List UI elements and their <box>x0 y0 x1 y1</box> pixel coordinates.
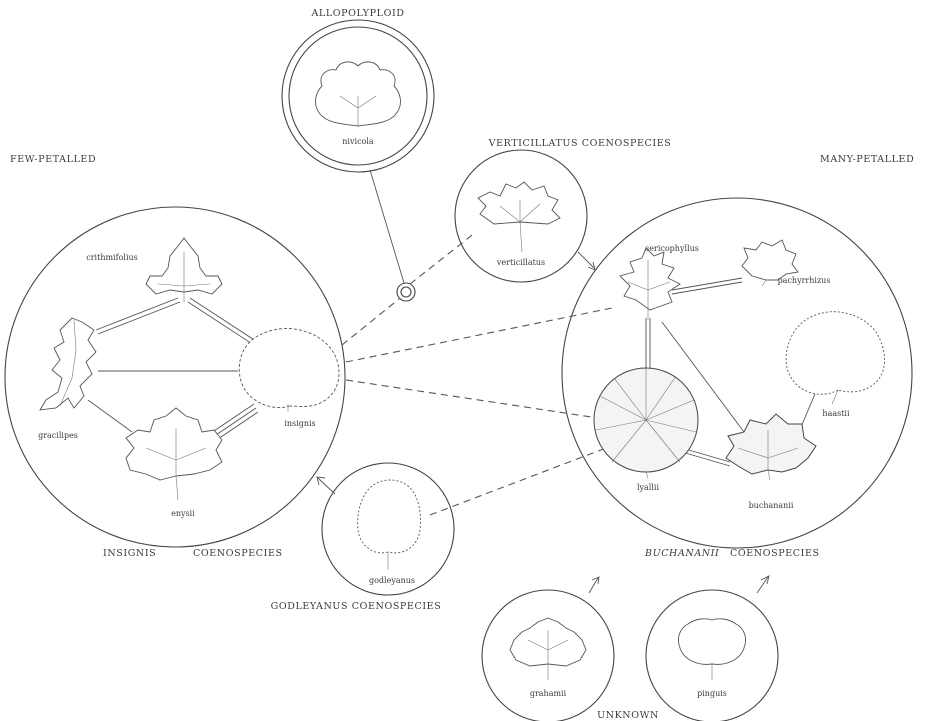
dash-insignis-to-lyallii <box>345 379 599 419</box>
species-label-lyallii: lyallii <box>637 483 660 492</box>
buchananii-leaf <box>725 413 817 481</box>
species-label-pinguis: pinguis <box>697 689 727 698</box>
dash-insignis-to-sericophyllus <box>345 307 613 363</box>
insignis-coenospecies-heading-b: COENOSPECIES <box>193 548 283 559</box>
pachyrrhizus-leaf <box>741 239 799 287</box>
species-label-insignis: insignis <box>284 419 315 428</box>
allopolyploid-junction-node <box>396 282 416 302</box>
species-label-buchananii: buchananii <box>749 501 794 510</box>
verticillatus-circle <box>454 149 588 283</box>
verticillatus-coenospecies-heading: VERTICILLATUS COENOSPECIES <box>488 138 672 149</box>
species-label-sericophyllus: sericophyllus <box>645 244 699 253</box>
species-label-nivicola: nivicola <box>342 137 374 146</box>
species-label-pachyrrhizus: pachyrrhizus <box>778 276 831 285</box>
insignis-coenospecies-heading-a: INSIGNIS <box>103 548 156 559</box>
species-label-verticillatus: verticillatus <box>496 258 545 267</box>
arrow-verticillatus-to-buchananii <box>577 251 596 271</box>
species-label-haastii: haastii <box>822 409 850 418</box>
unknown-heading: UNKNOWN <box>597 710 659 721</box>
pinguis-leaf <box>677 618 747 680</box>
buchananii-coenospecies-circle <box>561 197 913 549</box>
arrow-godleyanus-to-insignis <box>316 476 336 495</box>
gracilipes-leaf <box>39 317 97 411</box>
haastii-leaf <box>785 311 885 405</box>
nivicola-leaf <box>315 61 401 127</box>
dash-insignis-to-junction <box>341 298 400 346</box>
species-label-grahamii: grahamii <box>530 689 567 698</box>
arrow-grahamii-up <box>588 576 600 594</box>
pinguis-circle <box>645 589 779 721</box>
allopolyploid-connector-line <box>369 169 405 284</box>
buchananii-coenospecies-heading-b: COENOSPECIES <box>730 548 820 559</box>
enysii-leaf <box>125 407 223 501</box>
species-label-enysii: enysii <box>171 509 195 518</box>
grahamii-leaf <box>509 617 587 680</box>
allopolyploid-circle <box>281 19 435 173</box>
dash-junction-to-verticillatus <box>409 231 477 285</box>
sericophyllus-leaf <box>619 247 681 320</box>
buchananii-coenospecies-heading-a: BUCHANANII <box>644 548 719 559</box>
godleyanus-circle <box>321 462 455 596</box>
godleyanus-leaf <box>357 479 421 570</box>
dash-godleyanus-to-lyallii <box>429 447 607 516</box>
insignis-coenospecies-circle <box>4 206 346 548</box>
insignis-leaf <box>238 328 340 412</box>
grahamii-circle <box>481 589 615 721</box>
species-label-godleyanus: godleyanus <box>369 576 415 585</box>
allopolyploid-heading: ALLOPOLYPLOID <box>310 8 404 19</box>
lyallii-leaf <box>593 367 699 479</box>
many-petalled-heading: MANY-PETALLED <box>820 154 914 165</box>
verticillatus-leaf <box>477 181 561 253</box>
insignis-group-links <box>87 297 263 444</box>
crithmifolius-leaf <box>145 237 223 302</box>
few-petalled-heading: FEW-PETALLED <box>10 154 96 165</box>
species-label-crithmifolius: crithmifolius <box>86 253 138 262</box>
godleyanus-coenospecies-heading: GODLEYANUS COENOSPECIES <box>271 601 442 612</box>
arrow-pinguis-up <box>756 575 770 594</box>
species-label-gracilipes: gracilipes <box>38 431 78 440</box>
